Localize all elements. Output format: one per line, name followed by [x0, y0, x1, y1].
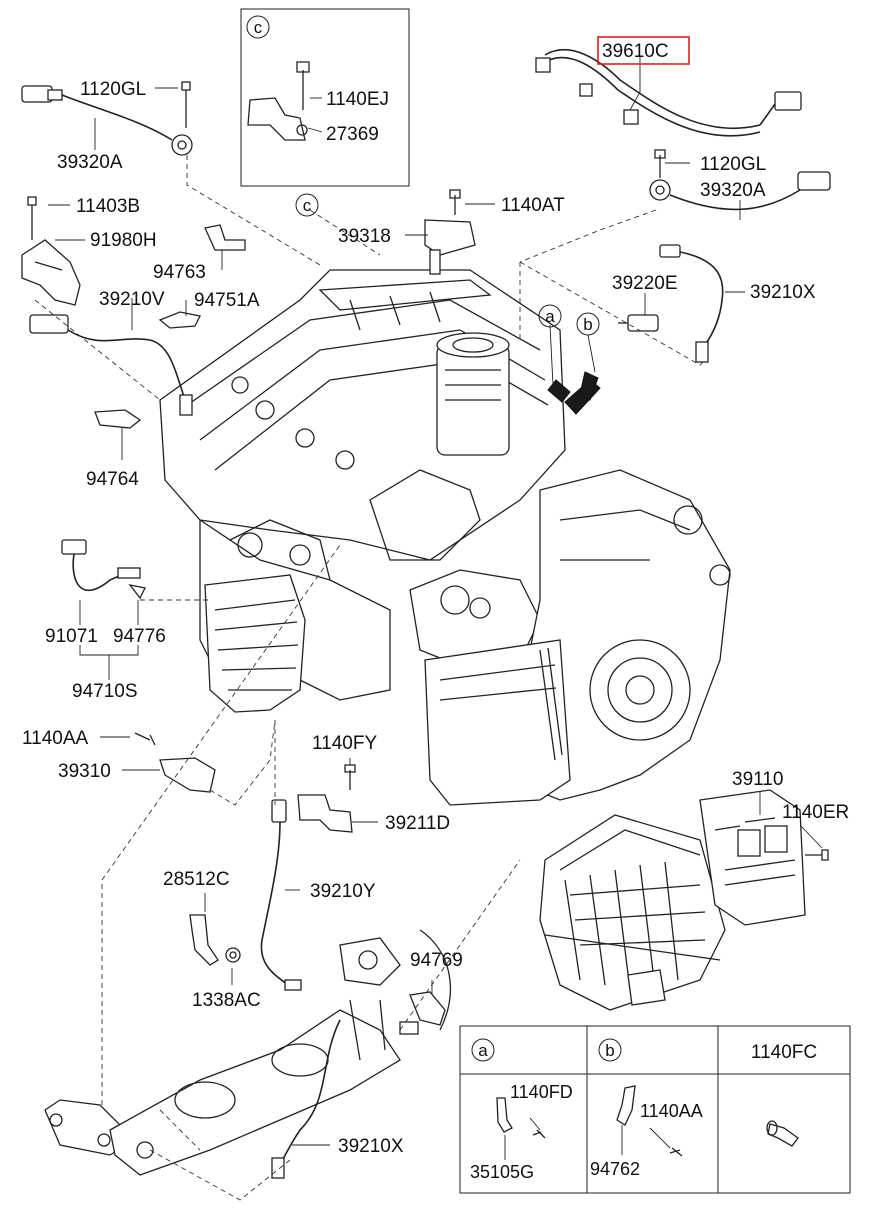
label-1140er: 1140ER	[782, 802, 849, 823]
crank-sensor-39310	[134, 732, 216, 793]
label-28512c: 28512C	[163, 869, 230, 890]
label-39310: 39310	[58, 761, 111, 782]
label-27369: 27369	[326, 124, 379, 145]
callout-a-engine	[538, 304, 562, 328]
ecu-39110	[699, 789, 829, 926]
label-11403b: 11403B	[76, 196, 140, 217]
bolt-1140fc	[767, 1123, 799, 1147]
oxygen-sensor-39210x-bottom	[271, 1019, 341, 1179]
label-91071: 91071	[45, 626, 98, 647]
knock-sensor-left	[21, 81, 193, 156]
vent-hoses-a-b	[547, 324, 601, 415]
callout-a-engine-label: a	[545, 307, 555, 326]
label-39220e: 39220E	[612, 273, 678, 294]
callout-c-top	[246, 15, 270, 39]
callout-c-mid-label: c	[303, 196, 312, 215]
label-39210v: 39210V	[99, 289, 165, 310]
bracket-94764	[94, 409, 142, 429]
label-39211d: 39211D	[385, 813, 450, 834]
oxygen-sensor-39210y	[260, 799, 302, 991]
table-callout-a-label: a	[478, 1041, 488, 1060]
oxygen-sensor-39210x-top	[659, 244, 724, 363]
label-1140ej: 1140EJ	[326, 89, 389, 110]
table-callout-b	[598, 1038, 622, 1062]
label-94764: 94764	[86, 469, 139, 490]
label-1120gl-right: 1120GL	[700, 154, 766, 175]
highlight-box-39610c	[597, 36, 690, 65]
air-cleaner	[539, 814, 726, 1011]
leader-lines	[48, 56, 823, 1146]
bracket-28512c	[189, 914, 241, 966]
label-39210x-bottom: 39210X	[338, 1136, 404, 1157]
part-labels: 1120GL 39320A 11403B 91980H 94763 94751A…	[22, 41, 849, 1157]
bracket-94769	[399, 991, 446, 1035]
exhaust-pipe	[44, 929, 452, 1176]
label-1140fy: 1140FY	[312, 733, 377, 754]
label-39110: 39110	[732, 769, 783, 790]
table-label-94762: 94762	[590, 1159, 640, 1179]
oxygen-sensor-39210v	[29, 314, 193, 416]
label-1338ac: 1338AC	[192, 990, 261, 1011]
label-94763: 94763	[153, 262, 206, 283]
label-94710s: 94710S	[72, 681, 138, 702]
label-39210y: 39210Y	[310, 881, 376, 902]
callout-b-engine-label: b	[583, 315, 592, 334]
label-94769: 94769	[410, 950, 463, 971]
reference-dashed-lines	[34, 155, 706, 1201]
detail-table: a b 1140FC 1140FD 35105G 1140AA 94762	[459, 1025, 851, 1194]
table-label-35105g: 35105G	[470, 1162, 534, 1182]
sensor-39220e	[618, 314, 659, 332]
label-1120gl-left: 1120GL	[80, 79, 146, 100]
label-39320a-right: 39320A	[700, 180, 766, 201]
wiring-harness-39610c	[535, 49, 802, 137]
inset-box-c: c 1140EJ 27369	[240, 8, 410, 187]
knock-sensor-right	[649, 149, 831, 211]
label-1140aa-left: 1140AA	[22, 728, 89, 749]
label-39210x-top: 39210X	[750, 282, 816, 303]
cam-sensor-39318	[424, 189, 476, 275]
label-39610c: 39610C	[602, 41, 669, 62]
table-header-1140fc: 1140FC	[751, 1042, 817, 1063]
label-1140at: 1140AT	[501, 195, 565, 216]
table-callout-a	[471, 1038, 495, 1062]
table-label-1140aa: 1140AA	[640, 1101, 703, 1121]
transmission-assembly	[424, 469, 731, 806]
callout-b-engine	[576, 312, 600, 336]
callout-c-mid	[295, 193, 319, 217]
clamp-94751a	[158, 224, 246, 329]
label-94776: 94776	[113, 626, 166, 647]
bracket-91980h	[21, 196, 81, 306]
table-callout-b-label: b	[605, 1041, 614, 1060]
table-label-1140fd: 1140FD	[510, 1082, 573, 1102]
label-39320a-left: 39320A	[57, 152, 123, 173]
label-39318: 39318	[338, 226, 391, 247]
label-94751a: 94751A	[194, 290, 260, 311]
bracket-39211d	[297, 764, 356, 833]
callout-c-top-label: c	[254, 18, 263, 37]
sensor-91071	[61, 539, 146, 600]
engine-assembly	[159, 269, 566, 713]
label-91980h: 91980H	[90, 230, 157, 251]
